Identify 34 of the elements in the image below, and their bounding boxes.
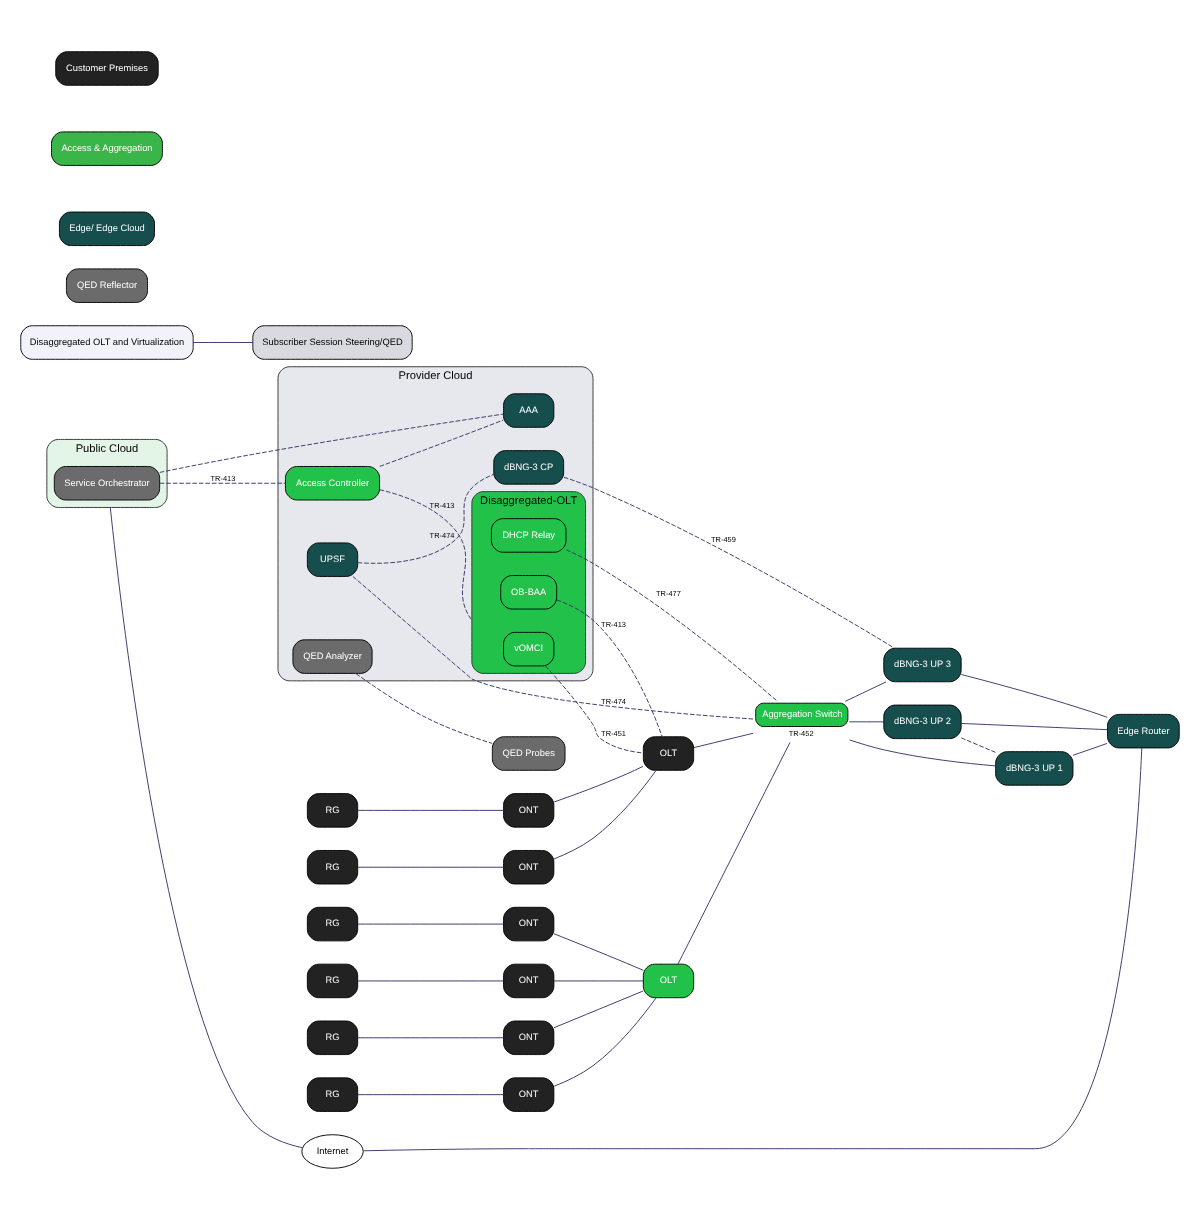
connector (352, 575, 754, 719)
connector (357, 473, 494, 563)
connector (960, 736, 996, 752)
connector (357, 1036, 504, 1038)
connector (357, 922, 504, 924)
connector (693, 731, 754, 748)
connector (159, 412, 504, 472)
connector (357, 979, 504, 981)
connector (960, 722, 1108, 730)
connector (556, 598, 663, 736)
connector (362, 746, 1143, 1151)
connector (379, 418, 504, 466)
connector (553, 932, 644, 970)
connector (553, 996, 657, 1086)
connector (553, 989, 644, 1028)
connector (553, 979, 644, 981)
connector (357, 1093, 504, 1095)
connector (844, 680, 887, 701)
connector (192, 341, 254, 342)
connector (545, 664, 644, 753)
connector (960, 673, 1108, 717)
connector (848, 720, 884, 722)
connector (159, 481, 286, 483)
connector (849, 738, 996, 766)
connector (1072, 741, 1108, 755)
connector (357, 808, 504, 810)
connector (563, 475, 895, 648)
connector (357, 865, 504, 867)
connector (379, 488, 473, 620)
connector (677, 740, 791, 964)
connector (355, 672, 493, 743)
connector (553, 764, 644, 802)
connector (109, 506, 303, 1148)
connector (553, 768, 657, 859)
